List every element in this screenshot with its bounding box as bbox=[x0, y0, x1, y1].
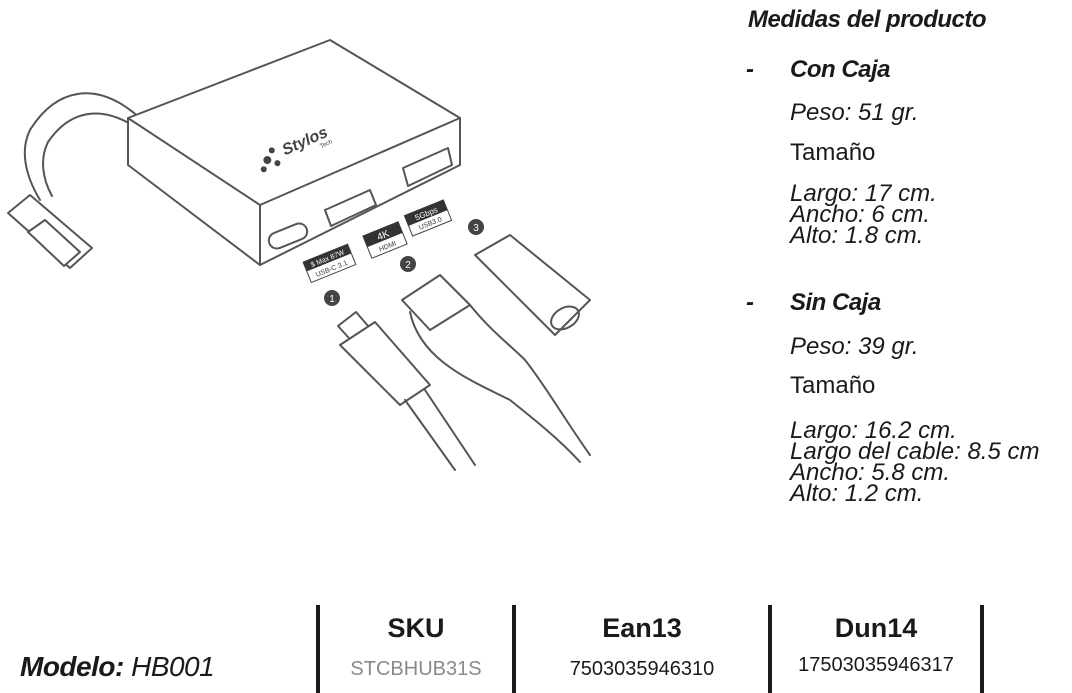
svg-text:2: 2 bbox=[405, 260, 411, 271]
model-label: Modelo: bbox=[20, 651, 124, 682]
with-box-size-label: Tamaño bbox=[790, 139, 876, 166]
without-box-width: Ancho: 5.8 cm. bbox=[790, 459, 951, 486]
svg-text:4K: 4K bbox=[376, 228, 392, 243]
table-divider bbox=[768, 605, 772, 693]
without-box-label: Sin Caja bbox=[790, 289, 881, 316]
with-box-bullet: - bbox=[746, 56, 754, 83]
without-box-dimensions: Largo: 16.2 cm. Largo del cable: 8.5 cm … bbox=[790, 417, 1040, 507]
dun14-value: 17503035946317 bbox=[798, 654, 954, 676]
port-number-1: 1 bbox=[324, 290, 340, 306]
with-box-length: Largo: 17 cm. bbox=[790, 180, 937, 207]
port-number-3: 3 bbox=[468, 219, 484, 235]
without-box-cable-length: Largo del cable: 8.5 cm bbox=[790, 438, 1040, 465]
dun14-header: Dun14 bbox=[834, 613, 918, 643]
product-illustration: Stylos Tech $ Max 87W USB-C 3.1 4K HDMI … bbox=[7, 39, 591, 471]
model-row: Modelo: HB001 bbox=[20, 651, 215, 683]
svg-text:Tech: Tech bbox=[319, 139, 333, 150]
without-box-weight: Peso: 39 gr. bbox=[790, 333, 919, 360]
table-divider bbox=[512, 605, 516, 693]
without-box-length: Largo: 16.2 cm. bbox=[790, 417, 957, 444]
port-label-hdmi: 4K HDMI bbox=[362, 221, 408, 259]
ean13-header: Ean13 bbox=[602, 613, 682, 643]
with-box-height: Alto: 1.8 cm. bbox=[790, 222, 924, 249]
specs-title: Medidas del producto bbox=[748, 6, 987, 33]
with-box-label: Con Caja bbox=[790, 56, 891, 83]
without-box-bullet: - bbox=[746, 289, 754, 316]
table-divider bbox=[316, 605, 320, 693]
svg-text:1: 1 bbox=[329, 294, 335, 305]
with-box-width: Ancho: 6 cm. bbox=[790, 201, 931, 228]
model-value: HB001 bbox=[123, 651, 215, 682]
port-number-2: 2 bbox=[400, 256, 416, 272]
without-box-size-label: Tamaño bbox=[790, 372, 876, 399]
with-box-dimensions: Largo: 17 cm. Ancho: 6 cm. Alto: 1.8 cm. bbox=[790, 180, 937, 249]
table-divider bbox=[980, 605, 984, 693]
svg-text:3: 3 bbox=[473, 223, 479, 234]
port-label-usb3: 5Gbps USB3.0 bbox=[403, 199, 453, 237]
sku-header: SKU bbox=[387, 613, 445, 643]
ean13-value: 7503035946310 bbox=[569, 658, 715, 680]
with-box-weight: Peso: 51 gr. bbox=[790, 99, 919, 126]
port-label-usbc: $ Max 87W USB-C 3.1 bbox=[302, 243, 357, 284]
sku-value: STCBHUB31S bbox=[350, 658, 482, 680]
without-box-height: Alto: 1.2 cm. bbox=[790, 480, 924, 507]
